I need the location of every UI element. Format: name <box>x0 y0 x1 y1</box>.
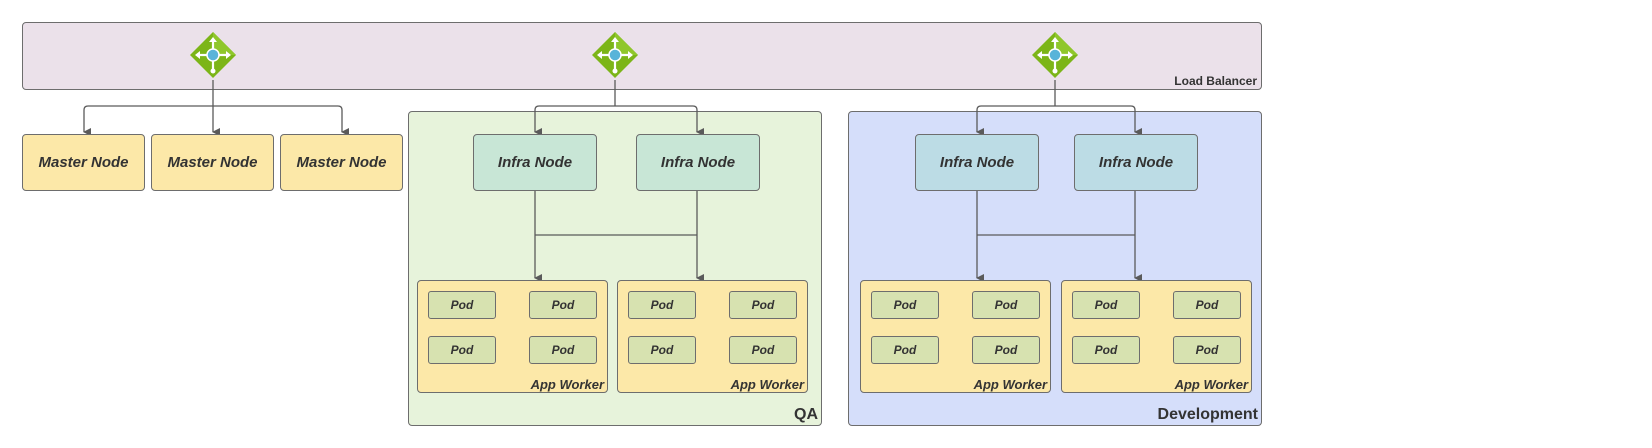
dev-app-worker-2: Pod Pod Pod Pod App Worker <box>1061 280 1252 393</box>
pod: Pod <box>1072 336 1140 364</box>
infra-node-label: Infra Node <box>497 154 573 171</box>
pod: Pod <box>428 336 496 364</box>
pod: Pod <box>871 336 939 364</box>
load-balancer-label: Load Balancer <box>1174 74 1257 88</box>
master-node-label: Master Node <box>296 154 387 171</box>
pod: Pod <box>1173 291 1241 319</box>
load-balancer-icon <box>1032 32 1078 78</box>
app-worker-label: App Worker <box>730 377 804 392</box>
pod: Pod <box>972 336 1040 364</box>
app-worker-label: App Worker <box>530 377 604 392</box>
pod: Pod <box>1173 336 1241 364</box>
pod: Pod <box>428 291 496 319</box>
master-node-label: Master Node <box>38 154 129 171</box>
pod: Pod <box>729 291 797 319</box>
pod: Pod <box>729 336 797 364</box>
master-node-2: Master Node <box>151 134 274 191</box>
pod: Pod <box>529 336 597 364</box>
connector-lb3-infra1 <box>976 105 1055 136</box>
connector-lb2-infra1 <box>534 105 615 136</box>
connector-lb3-infra2 <box>1055 105 1142 136</box>
load-balancer-icon <box>190 32 236 78</box>
pod: Pod <box>1072 291 1140 319</box>
development-environment-label: Development <box>1157 406 1258 423</box>
connector-lb1-master1 <box>83 105 213 136</box>
qa-app-worker-1: Pod Pod Pod Pod App Worker <box>417 280 608 393</box>
pod: Pod <box>628 291 696 319</box>
app-worker-label: App Worker <box>973 377 1047 392</box>
connector-lb2-infra2 <box>615 105 704 136</box>
pod: Pod <box>871 291 939 319</box>
infra-node-label: Infra Node <box>939 154 1015 171</box>
load-balancer-icon <box>592 32 638 78</box>
master-node-1: Master Node <box>22 134 145 191</box>
qa-infra-node-1: Infra Node <box>473 134 597 191</box>
qa-infra-node-2: Infra Node <box>636 134 760 191</box>
dev-infra-node-1: Infra Node <box>915 134 1039 191</box>
master-node-3: Master Node <box>280 134 403 191</box>
master-node-label: Master Node <box>167 154 258 171</box>
pod: Pod <box>628 336 696 364</box>
pod: Pod <box>529 291 597 319</box>
qa-environment-label: QA <box>794 406 818 423</box>
pod: Pod <box>972 291 1040 319</box>
dev-app-worker-1: Pod Pod Pod Pod App Worker <box>860 280 1051 393</box>
infra-node-label: Infra Node <box>660 154 736 171</box>
infra-node-label: Infra Node <box>1098 154 1174 171</box>
dev-infra-node-2: Infra Node <box>1074 134 1198 191</box>
qa-app-worker-2: Pod Pod Pod Pod App Worker <box>617 280 808 393</box>
connector-lb1-master3 <box>213 105 349 136</box>
app-worker-label: App Worker <box>1174 377 1248 392</box>
